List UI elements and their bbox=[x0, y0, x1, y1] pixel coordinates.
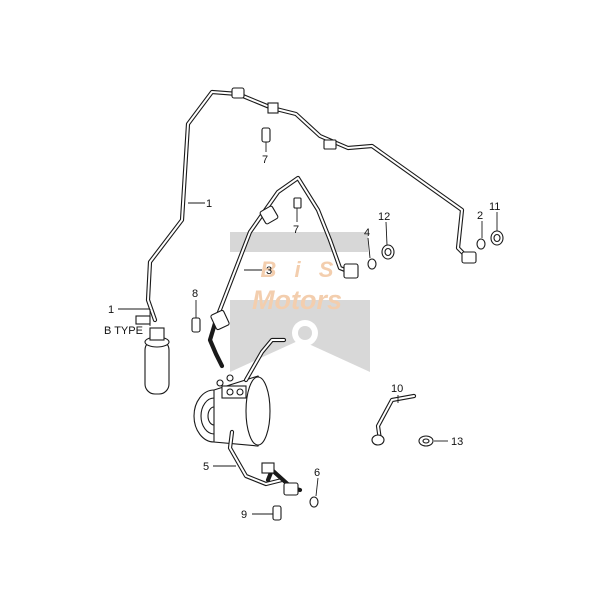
callout-6: 6 bbox=[314, 467, 320, 479]
compressor-o-ring-b bbox=[226, 374, 234, 382]
drier-bracket bbox=[135, 315, 151, 325]
pipe-part-5 bbox=[227, 337, 303, 496]
callout-11: 11 bbox=[489, 201, 500, 213]
callout-12: 12 bbox=[378, 211, 390, 223]
pipe-part-10 bbox=[371, 393, 417, 446]
callout-8: 8 bbox=[192, 288, 198, 300]
pipe-part-1 bbox=[145, 89, 241, 323]
bolt-7-upper bbox=[261, 127, 271, 143]
bolt-7-lower bbox=[293, 197, 302, 209]
o-ring-4 bbox=[367, 258, 377, 270]
hose-crimp-upper bbox=[259, 205, 279, 225]
o-ring-6 bbox=[309, 496, 319, 508]
callout-3: 3 bbox=[266, 265, 272, 277]
callout-4: 4 bbox=[364, 227, 370, 239]
pipe-coupling bbox=[231, 87, 245, 99]
callout-1-drier: 1 bbox=[108, 304, 114, 316]
callout-13: 13 bbox=[451, 436, 463, 448]
fasteners bbox=[191, 127, 504, 521]
compressor-o-ring-a bbox=[216, 379, 224, 387]
callout-7-upper: 7 bbox=[262, 154, 268, 166]
compressor bbox=[193, 375, 271, 447]
hose-end-fitting bbox=[343, 263, 359, 279]
callout-labels: 1 1 2 3 4 5 6 7 7 8 9 10 11 12 13 B TYPE bbox=[104, 154, 500, 521]
callout-5: 5 bbox=[203, 461, 209, 473]
watermark-text-top: B i S bbox=[261, 257, 340, 282]
bolt-8 bbox=[191, 317, 201, 333]
b-type-label: B TYPE bbox=[104, 325, 143, 337]
callout-7-lower: 7 bbox=[293, 224, 299, 236]
callout-9: 9 bbox=[241, 509, 247, 521]
callout-1-pipe: 1 bbox=[206, 198, 212, 210]
pipe-part-upper bbox=[231, 87, 477, 264]
watermark-text-bottom: Motors bbox=[252, 285, 342, 315]
callout-2: 2 bbox=[477, 210, 483, 222]
receiver-drier bbox=[135, 315, 170, 395]
pipe-5-end-fitting bbox=[283, 482, 299, 496]
pipe-5-bracket bbox=[261, 462, 275, 474]
leader-lines bbox=[118, 142, 498, 515]
o-ring-2 bbox=[476, 238, 486, 250]
callout-10: 10 bbox=[391, 383, 403, 395]
pipe-end-fitting-right bbox=[461, 251, 477, 264]
hose-crimp-lower bbox=[210, 309, 230, 331]
pipe-sleeve bbox=[323, 139, 337, 150]
watermark-ring-center bbox=[298, 326, 312, 340]
bolt-9 bbox=[272, 505, 282, 521]
watermark-logo: B i S Motors bbox=[230, 232, 370, 372]
hose-part-3 bbox=[207, 175, 359, 369]
pipe-clip bbox=[267, 102, 279, 114]
